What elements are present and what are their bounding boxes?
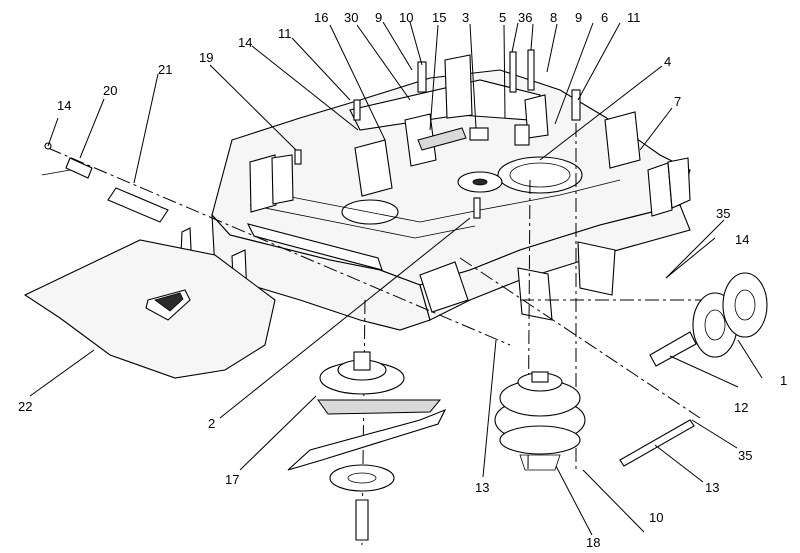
callout-2: 2 — [208, 416, 215, 431]
callout-16: 16 — [314, 10, 328, 25]
mower-deck — [179, 54, 691, 331]
callout-35b: 35 — [738, 448, 752, 463]
callout-6: 6 — [601, 10, 608, 25]
idler-assembly — [354, 113, 530, 197]
callout-15: 15 — [432, 10, 446, 25]
callout-20: 20 — [103, 83, 117, 98]
callout-12: 12 — [734, 400, 748, 415]
callout-11b: 11 — [627, 10, 641, 25]
rear-wheels-axle — [459, 257, 768, 467]
callout-18: 18 — [586, 535, 600, 550]
deflector-shield — [23, 239, 276, 379]
left-spindle-blade — [287, 299, 447, 546]
leader-lines — [29, 21, 763, 536]
callout-14b: 14 — [57, 98, 71, 113]
callout-3: 3 — [462, 10, 469, 25]
callout-9b: 9 — [575, 10, 582, 25]
callout-8: 8 — [550, 10, 557, 25]
callout-7: 7 — [674, 94, 681, 109]
callout-30: 30 — [344, 10, 358, 25]
callout-10b: 10 — [649, 510, 663, 525]
callout-14c: 14 — [735, 232, 749, 247]
callout-14a: 14 — [238, 35, 252, 50]
callout-19: 19 — [199, 50, 213, 65]
callout-10a: 10 — [399, 10, 413, 25]
right-spindle-pulley — [494, 98, 586, 471]
callout-1: 1 — [780, 373, 787, 388]
callout-13a: 13 — [475, 480, 489, 495]
callout-4: 4 — [664, 54, 671, 69]
callout-9a: 9 — [375, 10, 382, 25]
callout-11a: 11 — [278, 26, 292, 41]
callout-21: 21 — [158, 62, 172, 77]
callout-35a: 35 — [716, 206, 730, 221]
callout-22: 22 — [18, 399, 32, 414]
front-roller — [41, 142, 511, 346]
callout-labels: 1 2 3 4 5 6 7 8 9 9 10 10 10 11 11 12 13… — [18, 10, 787, 550]
callout-5: 5 — [499, 10, 506, 25]
callout-17: 17 — [225, 472, 239, 487]
hardware-fasteners — [294, 49, 581, 219]
callout-13b: 13 — [705, 480, 719, 495]
callout-36: 36 — [518, 10, 532, 25]
